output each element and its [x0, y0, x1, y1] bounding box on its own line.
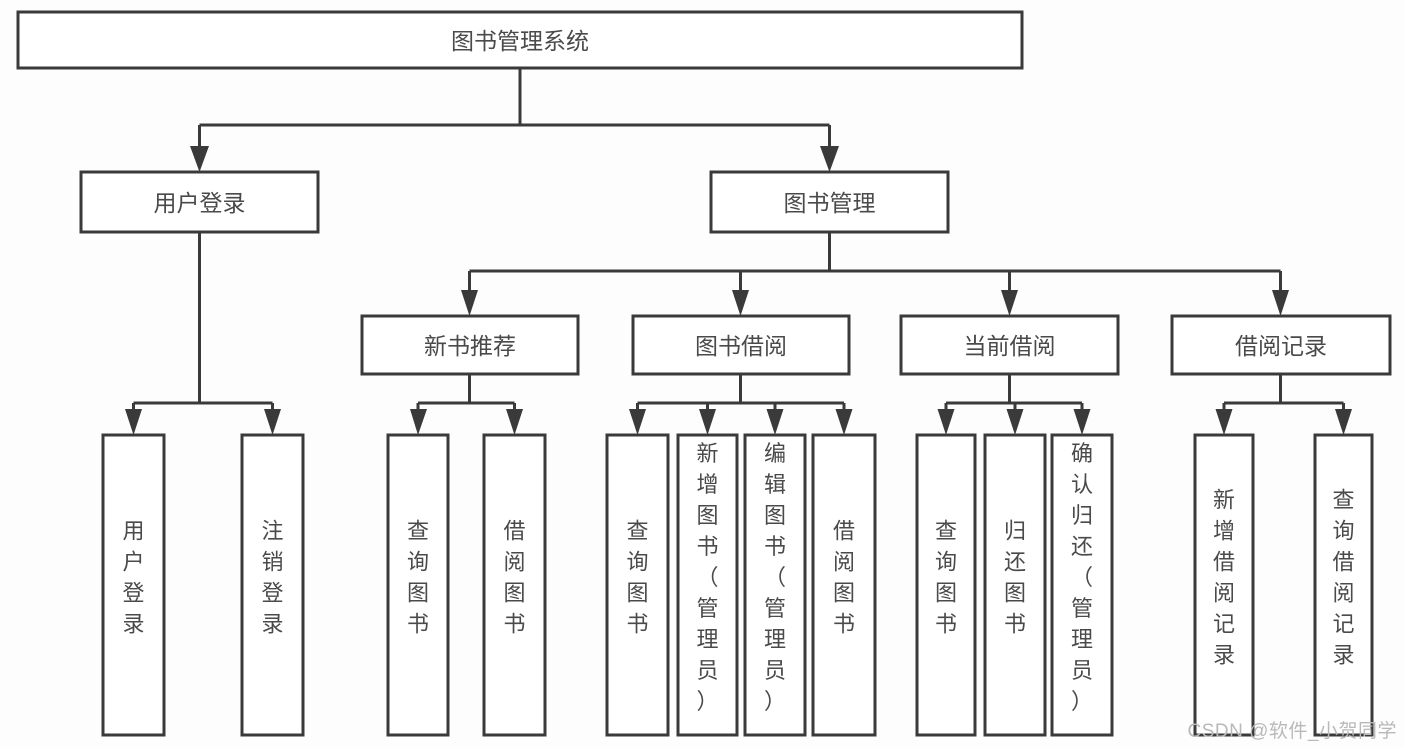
node-leaf-logout-login-box[interactable] — [240, 433, 305, 737]
node-leaf-edit-book[interactable]: 编辑图书（管理员） — [743, 433, 807, 737]
node-book-manage-label: 图书管理 — [784, 190, 876, 216]
node-borrow-record-box[interactable] — [1170, 314, 1392, 376]
node-leaf-query-book-2-label: 查询图书 — [626, 519, 648, 637]
node-leaf-borrow-book-2-box[interactable] — [811, 433, 877, 737]
arrow-head-leaf-add-record — [1215, 409, 1233, 435]
node-leaf-add-record-box[interactable] — [1193, 433, 1255, 737]
arrow-head-leaf-return-book — [1006, 409, 1024, 435]
node-root-label: 图书管理系统 — [451, 28, 589, 54]
node-book-borrow-label: 图书借阅 — [695, 333, 787, 359]
node-leaf-return-book-box[interactable] — [983, 433, 1047, 737]
node-root[interactable]: 图书管理系统 — [16, 10, 1024, 70]
arrow-head-leaf-add-book — [699, 409, 716, 435]
node-leaf-confirm-return-box[interactable] — [1050, 433, 1114, 737]
arrow-head-leaf-borrow-book-2 — [835, 409, 853, 435]
node-leaf-user-login-label: 用户登录 — [122, 519, 144, 637]
node-leaf-add-record-label: 新增借阅记录 — [1213, 488, 1235, 668]
arrow-head-user-login — [190, 146, 209, 172]
node-leaf-borrow-book-2[interactable]: 借阅图书 — [811, 433, 877, 737]
arrow-head-leaf-query-book-2 — [629, 409, 646, 435]
node-leaf-query-book-3-box[interactable] — [915, 433, 977, 737]
node-leaf-user-login[interactable]: 用户登录 — [101, 433, 166, 737]
node-book-borrow[interactable]: 图书借阅 — [631, 314, 851, 376]
arrow-head-leaf-user-login — [125, 409, 142, 435]
arrow-head-leaf-query-book-3 — [937, 409, 955, 435]
arrow-head-leaf-confirm-return — [1073, 409, 1091, 435]
leaf-node-layer: 用户登录 注销登录 查询图书 借阅图书 查询图书 新增图书（管理员） — [101, 433, 1374, 737]
node-leaf-query-record-label: 查询借阅记录 — [1332, 488, 1354, 668]
node-leaf-borrow-book-1-box[interactable] — [482, 433, 547, 737]
node-current-borrow-box[interactable] — [899, 314, 1120, 376]
arrow-head-leaf-query-record — [1335, 409, 1352, 435]
node-leaf-query-book-1-label: 查询图书 — [407, 519, 429, 637]
node-leaf-add-record[interactable]: 新增借阅记录 — [1193, 433, 1255, 737]
arrow-head-leaf-query-book-1 — [410, 409, 427, 435]
node-leaf-logout-login-label: 注销登录 — [261, 519, 283, 637]
node-leaf-edit-book-box[interactable] — [743, 433, 807, 737]
node-leaf-query-book-1[interactable]: 查询图书 — [386, 433, 450, 737]
node-leaf-borrow-book-2-label: 借阅图书 — [833, 519, 855, 637]
node-current-borrow-label: 当前借阅 — [964, 333, 1056, 359]
node-user-login-box[interactable] — [79, 170, 320, 234]
node-current-borrow[interactable]: 当前借阅 — [899, 314, 1120, 376]
node-book-manage-box[interactable] — [709, 170, 950, 234]
node-leaf-user-login-box[interactable] — [101, 433, 166, 737]
node-leaf-borrow-book-1[interactable]: 借阅图书 — [482, 433, 547, 737]
node-leaf-return-book-label: 归还图书 — [1004, 519, 1026, 637]
arrow-head-book-borrow — [732, 290, 749, 316]
arrow-head-borrow-record — [1272, 290, 1289, 316]
node-user-login[interactable]: 用户登录 — [79, 170, 320, 234]
node-leaf-query-record[interactable]: 查询借阅记录 — [1313, 433, 1374, 737]
node-leaf-confirm-return[interactable]: 确认归还（管理员） — [1050, 433, 1114, 737]
arrow-head-leaf-logout-login — [264, 409, 281, 435]
connector-layer — [125, 68, 1352, 435]
arrow-head-current-borrow — [1001, 290, 1018, 316]
node-leaf-return-book[interactable]: 归还图书 — [983, 433, 1047, 737]
node-new-book-recommend-box[interactable] — [360, 314, 580, 376]
arrow-head-book-manage — [820, 146, 839, 172]
node-leaf-edit-book-label: 编辑图书（管理员） — [764, 441, 786, 714]
node-leaf-query-book-3[interactable]: 查询图书 — [915, 433, 977, 737]
node-leaf-query-book-1-box[interactable] — [386, 433, 450, 737]
node-new-book-recommend[interactable]: 新书推荐 — [360, 314, 580, 376]
node-leaf-query-book-2[interactable]: 查询图书 — [605, 433, 670, 737]
node-root-box[interactable] — [16, 10, 1024, 70]
node-leaf-borrow-book-1-label: 借阅图书 — [503, 519, 525, 637]
node-leaf-confirm-return-label: 确认归还（管理员） — [1071, 441, 1093, 714]
arrow-head-new-book-recommend — [461, 290, 478, 316]
node-user-login-label: 用户登录 — [154, 190, 246, 216]
node-new-book-recommend-label: 新书推荐 — [424, 333, 516, 359]
node-leaf-add-book-box[interactable] — [676, 433, 739, 737]
node-borrow-record-label: 借阅记录 — [1235, 333, 1327, 359]
node-leaf-add-book[interactable]: 新增图书（管理员） — [676, 433, 739, 737]
node-leaf-add-book-label: 新增图书（管理员） — [696, 441, 718, 714]
node-book-manage[interactable]: 图书管理 — [709, 170, 950, 234]
arrow-head-leaf-borrow-book-1 — [506, 409, 523, 435]
node-book-borrow-box[interactable] — [631, 314, 851, 376]
arrow-head-leaf-edit-book — [766, 409, 784, 435]
node-borrow-record[interactable]: 借阅记录 — [1170, 314, 1392, 376]
node-leaf-logout-login[interactable]: 注销登录 — [240, 433, 305, 737]
node-leaf-query-book-3-label: 查询图书 — [935, 519, 957, 637]
node-leaf-query-book-2-box[interactable] — [605, 433, 670, 737]
node-leaf-query-record-box[interactable] — [1313, 433, 1374, 737]
